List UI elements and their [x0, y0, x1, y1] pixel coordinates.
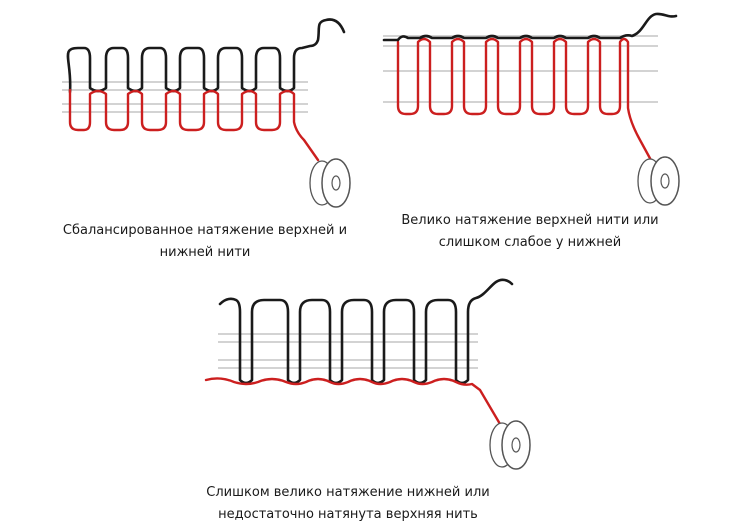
upper-thread: [66, 18, 346, 94]
lower-thread: [396, 37, 654, 164]
lower-thread: [68, 88, 320, 162]
bobbin-icon: [489, 420, 531, 470]
caption-line: Сбалансированное натяжение верхней и: [62, 223, 348, 238]
bobbin-icon: [637, 156, 680, 206]
fabric-layers: [62, 81, 308, 113]
diagram-upper-tension-high: [382, 12, 680, 206]
caption-line: нижней нити: [159, 245, 251, 260]
caption-line: Слишком велико натяжение нижней или: [206, 485, 490, 500]
bobbin-icon: [309, 158, 351, 208]
caption-line: слишком слабое у нижней: [438, 235, 622, 250]
fabric-layers: [218, 333, 478, 369]
diagram-lower-tension-high: [204, 278, 531, 470]
caption-lower-too-tight: Слишком велико натяжение нижней или недо…: [188, 482, 508, 526]
caption-line: Велико натяжение верхней нити или: [401, 213, 659, 228]
upper-thread: [382, 12, 678, 42]
caption-balanced: Сбалансированное натяжение верхней и ниж…: [45, 220, 365, 264]
caption-line: недостаточно натянута верхняя нить: [218, 507, 478, 522]
diagram-balanced-tension: [62, 18, 351, 208]
lower-thread: [204, 377, 502, 426]
caption-upper-too-tight: Велико натяжение верхней нити или слишко…: [385, 210, 675, 254]
